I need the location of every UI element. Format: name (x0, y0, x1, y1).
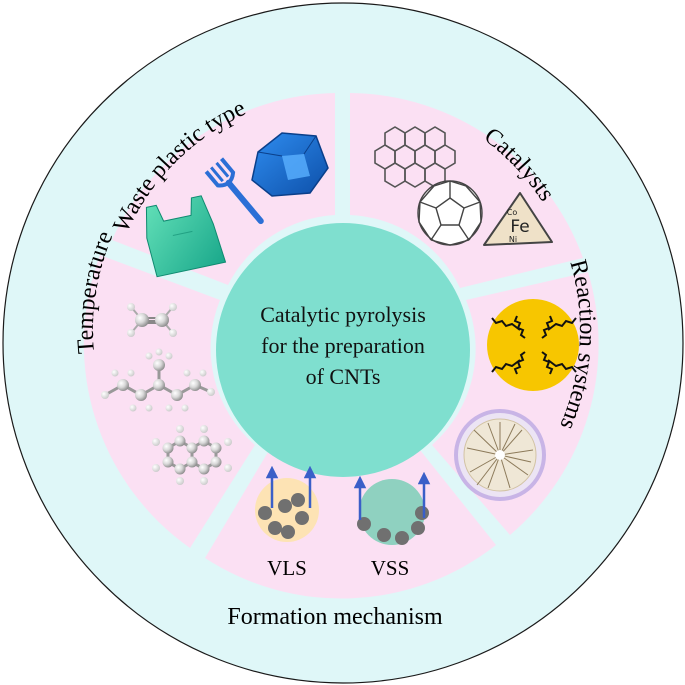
center-title-line3: of CNTs (306, 364, 381, 389)
reactor-cross-section-icon (454, 409, 546, 501)
plastic-crystal-icon (251, 132, 329, 197)
center-title-line1: Catalytic pyrolysis (260, 302, 426, 327)
reactor-yellow-disc-icon (487, 299, 579, 391)
vls-label: VLS (267, 556, 307, 580)
catalyst-fe-label: Fe (510, 217, 529, 237)
plastic-fork-icon (204, 157, 264, 225)
metal-catalyst-triangle-icon: Fe Co Ni (483, 192, 553, 246)
label-formation-mechanism: Formation mechanism (227, 604, 443, 630)
naphthalene-molecule-icon (152, 425, 232, 485)
vss-label: VSS (371, 556, 410, 580)
catalyst-co-label: Co (507, 208, 518, 217)
vls-mechanism-icon: VLS (255, 465, 319, 580)
zeolite-framework-icon (374, 126, 456, 188)
ethylene-molecule-icon (127, 303, 177, 337)
center-title-line2: for the preparation (261, 333, 425, 358)
alkane-chain-molecule-icon (101, 348, 215, 412)
center-circle (216, 223, 470, 477)
plastic-bag-icon (145, 195, 227, 278)
vss-mechanism-icon: VSS (353, 471, 431, 580)
wedge-temperature (83, 255, 255, 548)
catalyst-ni-label: Ni (509, 235, 517, 244)
fullerene-icon (417, 180, 483, 246)
